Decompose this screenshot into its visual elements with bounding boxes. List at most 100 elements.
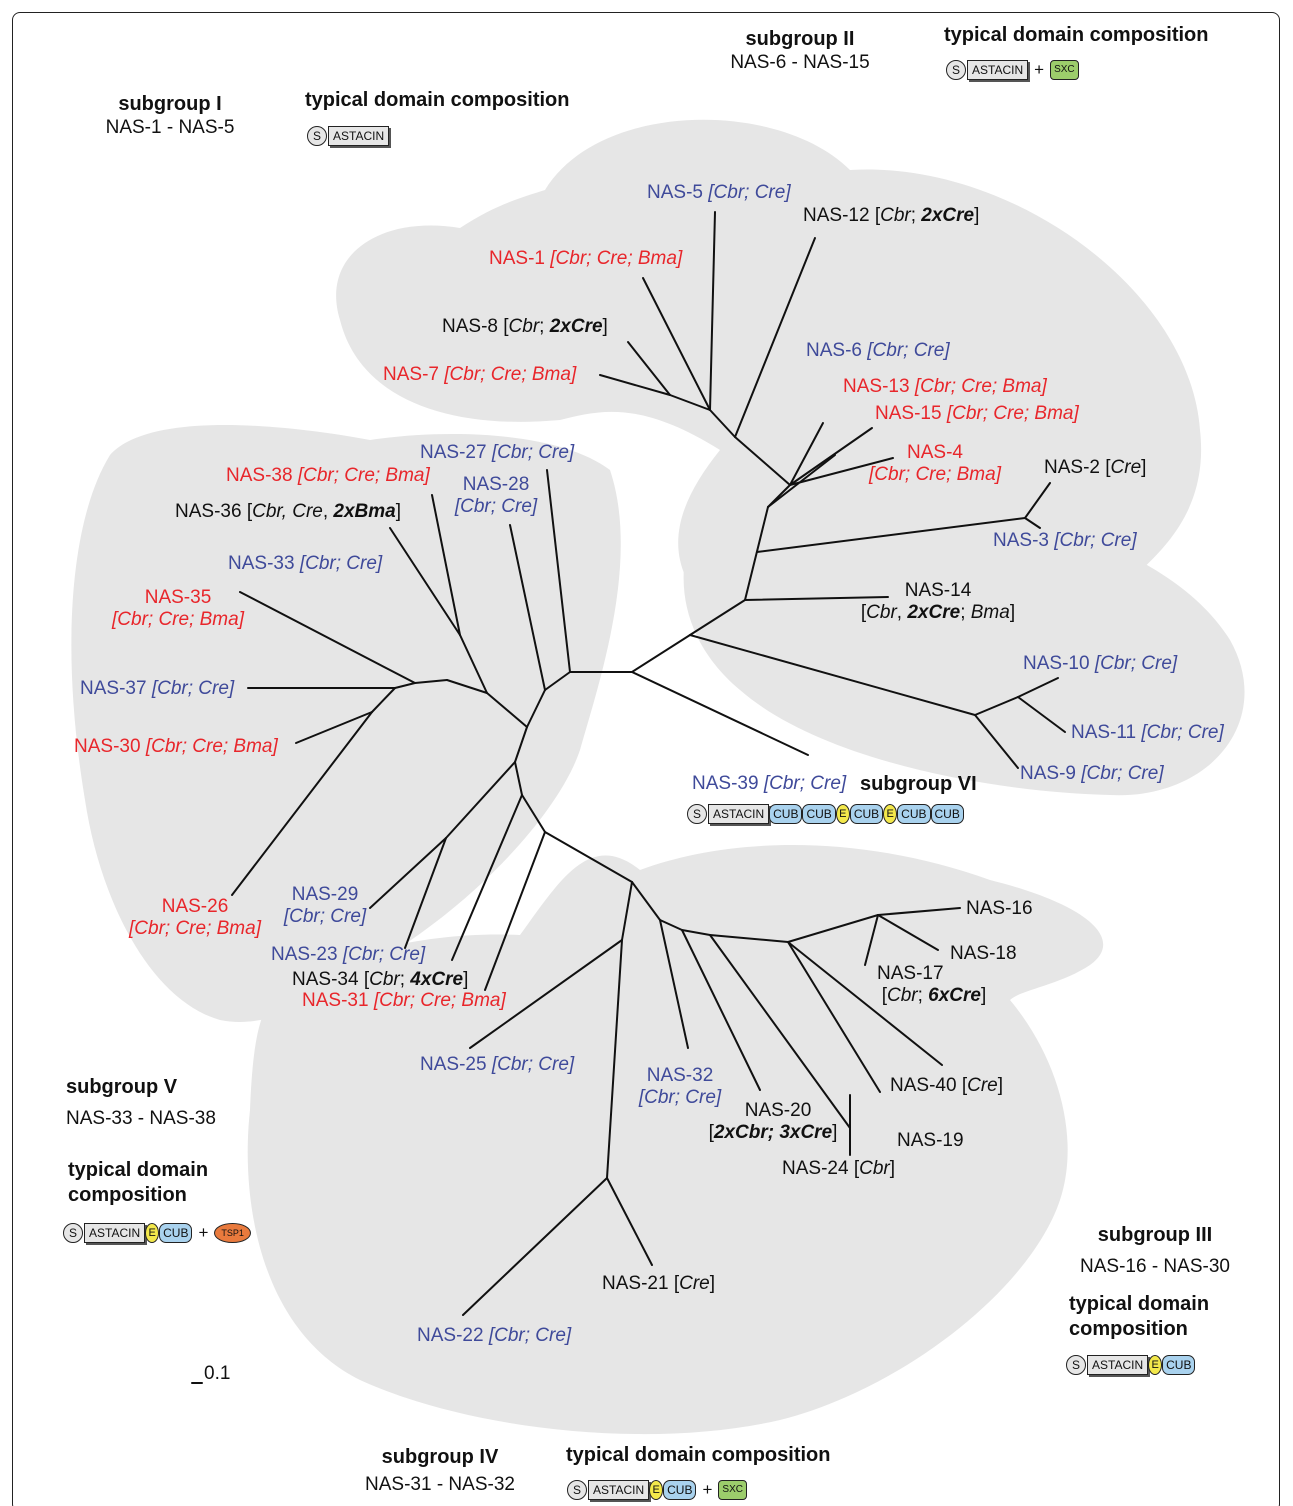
leaf-species: [Cbr; Cre; Bma] bbox=[145, 736, 278, 757]
leaf-species: Cbr bbox=[369, 969, 400, 990]
leaf-species: [Cbr; Cre] bbox=[867, 340, 950, 361]
astacin-domain: ASTACIN bbox=[588, 1480, 650, 1500]
subgroup-VI-heading: subgroup VI bbox=[860, 772, 977, 796]
region-subgroup-I-II bbox=[336, 119, 1202, 600]
subgroup-IV-heading: subgroup IV NAS-31 - NAS-32 bbox=[355, 1445, 525, 1497]
bracket-close: ] bbox=[974, 205, 980, 226]
leaf-nas-37: NAS-37 [Cbr; Cre] bbox=[80, 678, 234, 700]
astacin-domain: ASTACIN bbox=[328, 126, 390, 146]
bracket-close: ] bbox=[709, 1273, 715, 1294]
egf-domain: E bbox=[1148, 1355, 1163, 1375]
leaf-name: NAS-15 bbox=[875, 403, 942, 424]
leaf-nas-34: NAS-34 [Cbr; 4xCre] bbox=[292, 969, 468, 991]
leaf-nas-18: NAS-18 bbox=[950, 943, 1017, 965]
bracket-open: [ bbox=[860, 602, 867, 623]
subgroup-III-range: NAS-16 - NAS-30 bbox=[1080, 1256, 1230, 1277]
leaf-nas-6: NAS-6 [Cbr; Cre] bbox=[806, 340, 950, 362]
leaf-name: NAS-24 bbox=[782, 1158, 849, 1179]
astacin-domain: ASTACIN bbox=[708, 804, 770, 824]
leaf-name: NAS-5 bbox=[647, 182, 703, 203]
bracket-open: [ bbox=[363, 969, 370, 990]
leaf-species: [Cbr; Cre; Bma] bbox=[869, 464, 1001, 485]
leaf-species: Cre bbox=[1110, 457, 1142, 478]
leaf-name: NAS-32 bbox=[646, 1065, 714, 1086]
leaf-nas-16: NAS-16 bbox=[966, 898, 1033, 920]
sxc-domain: SXC bbox=[718, 1480, 747, 1500]
subgroup-IV-domain-composition: S ASTACIN E CUB + SXC bbox=[567, 1478, 747, 1502]
leaf-nas-28: NAS-28 [Cbr; Cre] bbox=[448, 474, 544, 518]
bracket-open: [ bbox=[874, 205, 881, 226]
leaf-species: Cbr bbox=[508, 316, 540, 337]
leaf-nas-14: NAS-14 [Cbr, 2xCre; Bma] bbox=[852, 580, 1024, 624]
leaf-species: [Cbr; Cre; Bma] bbox=[297, 465, 430, 486]
leaf-nas-38: NAS-38 [Cbr; Cre; Bma] bbox=[226, 465, 430, 487]
leaf-nas-36: NAS-36 [Cbr, Cre, 2xBma] bbox=[175, 501, 401, 523]
leaf-nas-26: NAS-26 [Cbr; Cre; Bma] bbox=[120, 896, 270, 940]
subgroup-II-typical-domain-title: typical domain composition bbox=[944, 24, 1209, 46]
leaf-name: NAS-11 bbox=[1071, 722, 1137, 743]
leaf-species: [Cbr; Cre] bbox=[763, 773, 847, 794]
plus-sign: + bbox=[1034, 60, 1045, 79]
leaf-name: NAS-35 bbox=[144, 587, 212, 608]
plus-sign: + bbox=[702, 1480, 713, 1499]
cub-domain: CUB bbox=[930, 804, 964, 824]
leaf-species: [Cbr; Cre] bbox=[1054, 530, 1137, 551]
tsp1-domain: TSP1 bbox=[214, 1223, 251, 1243]
leaf-nas-11: NAS-11 [Cbr; Cre] bbox=[1071, 722, 1224, 744]
leaf-species: Cbr bbox=[859, 1158, 890, 1179]
subgroup-V-heading: subgroup V NAS-33 - NAS-38 bbox=[66, 1075, 246, 1131]
leaf-species: [Cbr; Cre; Bma] bbox=[946, 403, 1079, 424]
leaf-name: NAS-27 bbox=[420, 442, 487, 463]
leaf-name: NAS-6 bbox=[806, 340, 862, 361]
leaf-species: [Cbr; Cre] bbox=[638, 1087, 722, 1108]
leaf-name: NAS-37 bbox=[80, 678, 147, 699]
subgroup-I-typical-domain-title: typical domain composition bbox=[305, 89, 570, 111]
separator: , bbox=[896, 602, 908, 623]
subgroup-I-domain-composition: S ASTACIN bbox=[307, 124, 390, 148]
bracket-close: ] bbox=[1141, 457, 1147, 478]
region-subgroup-III-IV bbox=[247, 845, 1104, 1435]
leaf-name: NAS-18 bbox=[950, 943, 1017, 964]
leaf-nas-2: NAS-2 [Cre] bbox=[1044, 457, 1146, 479]
leaf-species: [Cbr; Cre; Bma] bbox=[914, 376, 1047, 397]
region-subgroup-II-lower bbox=[683, 482, 1245, 796]
leaf-species: [Cbr; Cre] bbox=[491, 1054, 575, 1075]
leaf-name: NAS-21 bbox=[602, 1273, 669, 1294]
leaf-name: NAS-38 bbox=[226, 465, 293, 486]
leaf-nas-20: NAS-20 [2xCbr; 3xCre] bbox=[700, 1100, 846, 1144]
bracket-close: ] bbox=[889, 1158, 895, 1179]
subgroup-V-range: NAS-33 - NAS-38 bbox=[66, 1108, 216, 1129]
cub-domain: CUB bbox=[1162, 1355, 1196, 1375]
bracket-close: ] bbox=[463, 969, 469, 990]
leaf-nas-29: NAS-29 [Cbr; Cre] bbox=[276, 884, 374, 928]
leaf-species: [Cbr; Cre] bbox=[1094, 653, 1178, 674]
leaf-nas-7: NAS-7 [Cbr; Cre; Bma] bbox=[383, 364, 576, 386]
typical-domain-line1: typical domain bbox=[1069, 1293, 1210, 1315]
leaf-nas-17: NAS-17 [Cbr; 6xCre] bbox=[875, 963, 993, 1007]
leaf-nas-31: NAS-31 [Cbr; Cre; Bma] bbox=[302, 990, 506, 1012]
leaf-name: NAS-19 bbox=[897, 1130, 964, 1151]
leaf-nas-24: NAS-24 [Cbr] bbox=[782, 1158, 895, 1180]
leaf-name: NAS-7 bbox=[383, 364, 439, 385]
separator: ; bbox=[910, 205, 922, 226]
leaf-species: [Cbr; Cre] bbox=[151, 678, 235, 699]
leaf-nas-10: NAS-10 [Cbr; Cre] bbox=[1023, 653, 1177, 675]
leaf-nas-1: NAS-1 [Cbr; Cre; Bma] bbox=[489, 248, 682, 270]
leaf-species: Cbr, Cre bbox=[252, 501, 323, 522]
cub-domain: CUB bbox=[769, 804, 803, 824]
leaf-species: [Cbr; Cre; Bma] bbox=[129, 918, 261, 939]
leaf-nas-33: NAS-33 [Cbr; Cre] bbox=[228, 553, 382, 575]
cub-domain: CUB bbox=[663, 1480, 697, 1500]
leaf-nas-27: NAS-27 [Cbr; Cre] bbox=[420, 442, 574, 464]
leaf-species: Cbr bbox=[866, 602, 897, 623]
leaf-nas-25: NAS-25 [Cbr; Cre] bbox=[420, 1054, 574, 1076]
bracket-close: ] bbox=[832, 1122, 838, 1143]
subgroup-I-heading: subgroup I NAS-1 - NAS-5 bbox=[100, 92, 240, 140]
leaf-species: [Cbr; Cre] bbox=[1081, 763, 1164, 784]
bracket-close: ] bbox=[981, 985, 987, 1006]
egf-domain: E bbox=[649, 1480, 664, 1500]
separator: ; bbox=[917, 985, 929, 1006]
cub-domain: CUB bbox=[802, 804, 836, 824]
